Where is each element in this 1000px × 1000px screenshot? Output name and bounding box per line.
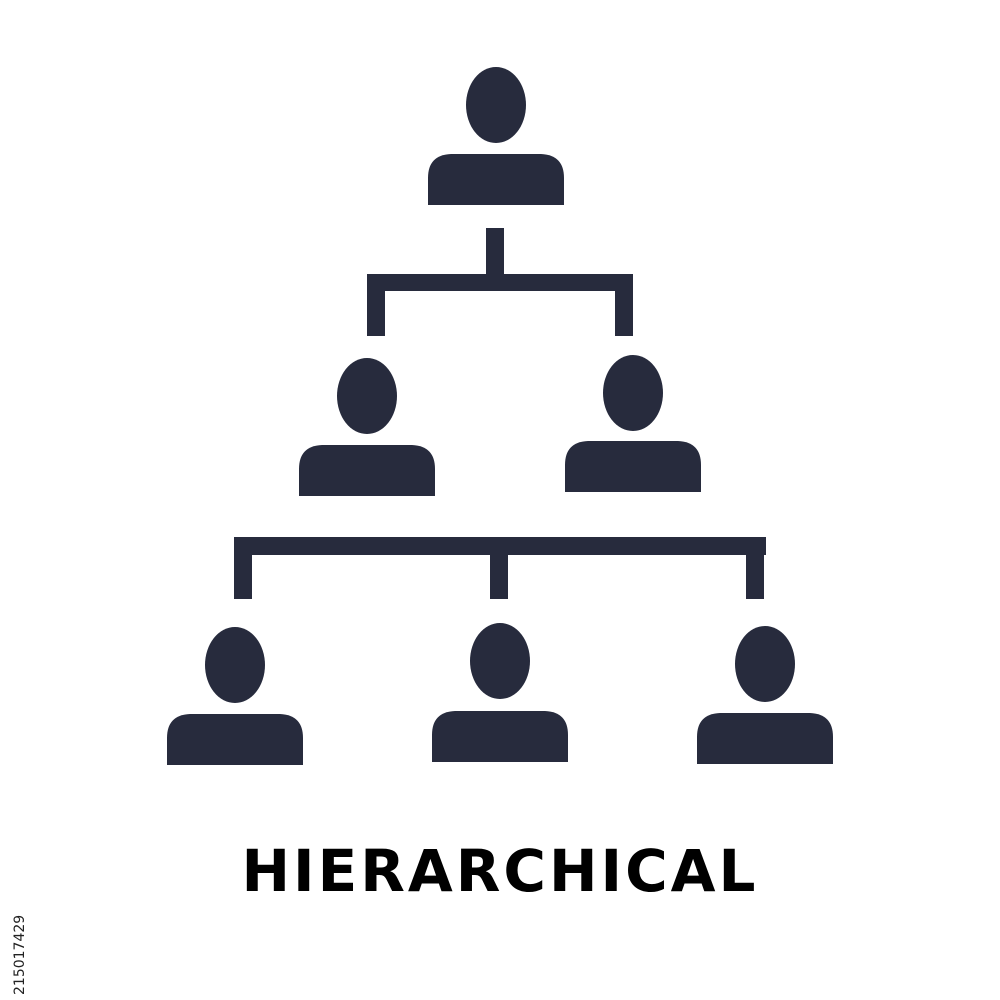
connector-level3-center-drop	[490, 537, 508, 599]
connector-level3-left-drop	[234, 537, 252, 599]
connector-level2-bar	[367, 274, 633, 291]
caption-title: HIERARCHICAL	[241, 837, 759, 905]
person-icon	[697, 626, 833, 764]
stock-id-text: 215017429	[12, 915, 28, 995]
connector-top-stem	[486, 228, 504, 278]
person-icon	[432, 623, 568, 762]
connector-level2-right-drop	[615, 274, 633, 336]
person-icon	[299, 358, 435, 496]
person-icon	[428, 67, 564, 205]
connector-level3-right-drop	[746, 537, 764, 599]
stock-id-watermark: 215017429	[12, 915, 28, 995]
connector-level2-left-drop	[367, 274, 385, 336]
person-icon	[565, 355, 701, 492]
person-icon	[167, 627, 303, 765]
connector-lines	[234, 228, 766, 599]
